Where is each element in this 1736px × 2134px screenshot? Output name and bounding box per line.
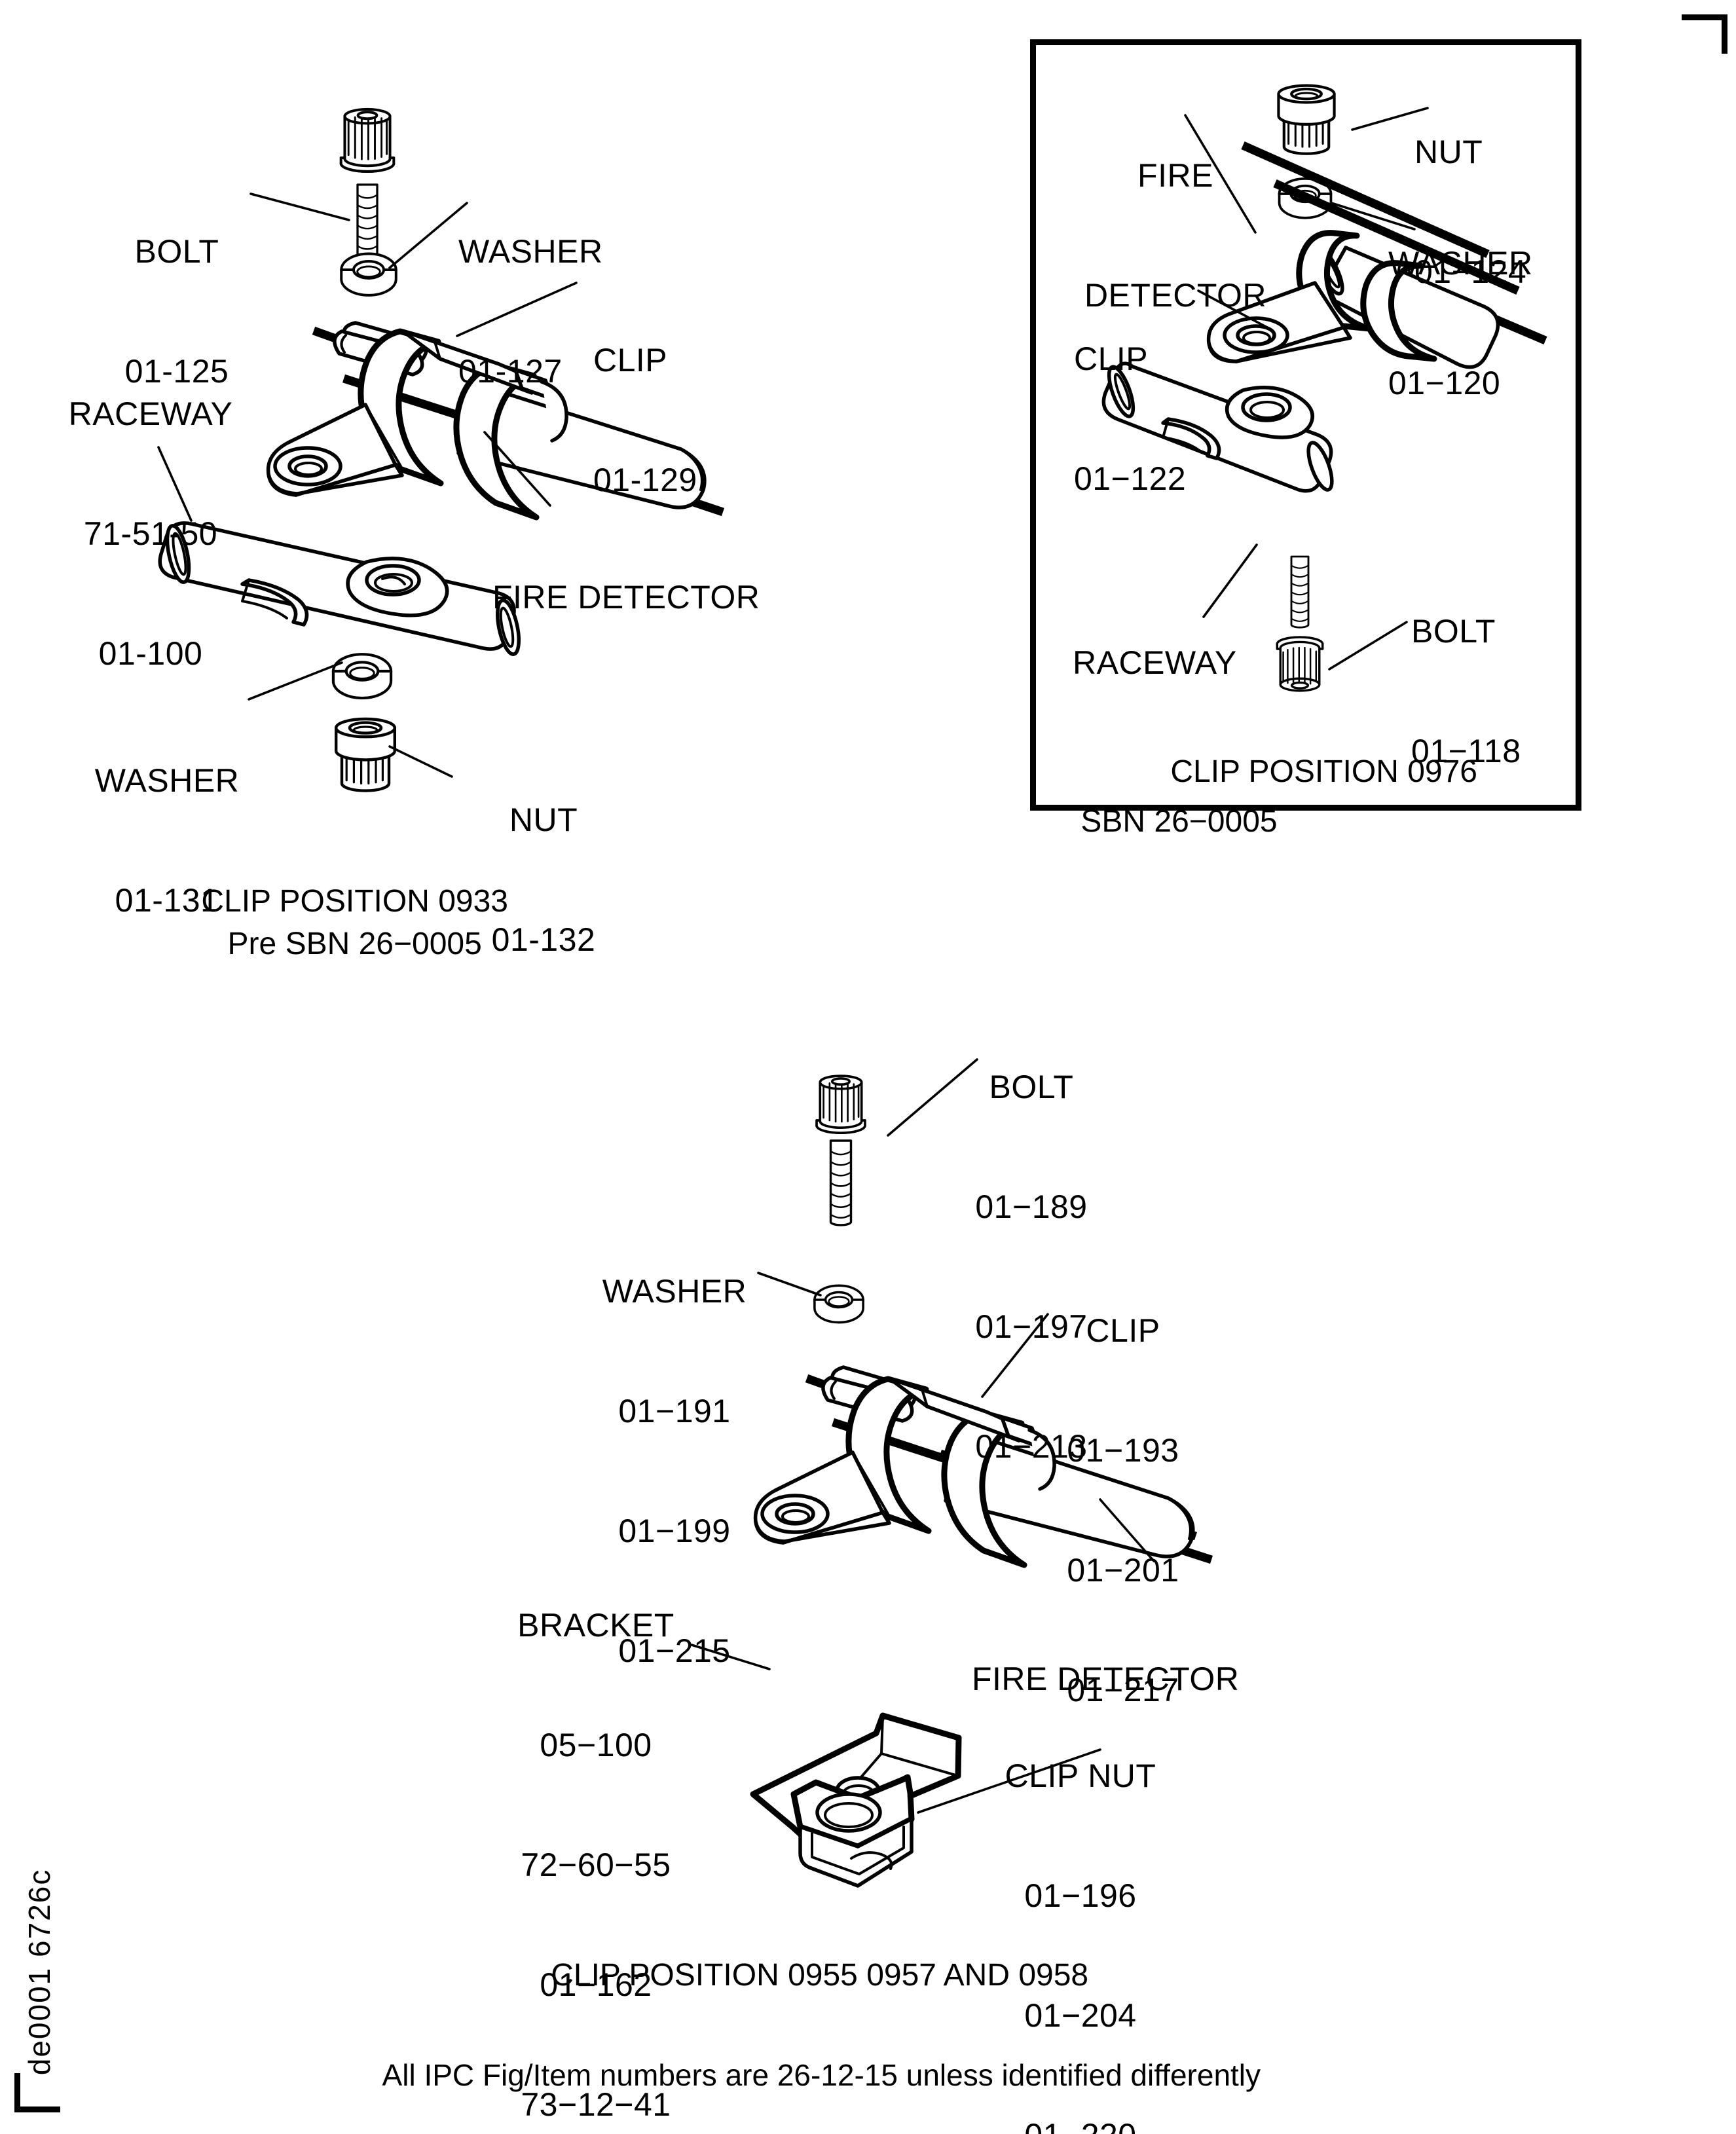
bracket-lower (750, 1712, 962, 1843)
label-washer-inset: WASHER 01−120 (1388, 245, 1533, 401)
label-clip-upper-left: CLIP 01-129 (593, 342, 697, 498)
caption-clip-position-0955-0957-0958: CLIP POSITION 0955 0957 AND 0958 (551, 1957, 1089, 1993)
label-raceway-upper-left: RACEWAY 71-51-50 01-100 (68, 396, 233, 672)
label-washer-upper-left: WASHER 01-127 (458, 233, 603, 390)
label-fire-detector-lower: FIRE DETECTOR (972, 1661, 1240, 1697)
caption-clip-position-0976: CLIP POSITION 0976 (1170, 754, 1477, 789)
registration-mark-bottom-left (14, 2073, 60, 2112)
label-fire-detector-inset: FIRE DETECTOR (1084, 157, 1267, 314)
caption-sbn-26-0005-inset: SBN 26−0005 (1080, 803, 1278, 839)
label-bolt-inset: BOLT 01−118 (1411, 613, 1521, 769)
registration-mark-top-right (1682, 14, 1727, 54)
label-bolt-lower: BOLT 01−189 01−197 01−213 (975, 1069, 1088, 1465)
label-clip-inset: CLIP 01−122 (1074, 340, 1187, 497)
label-bolt-upper-left: BOLT 01-125 (124, 233, 229, 390)
label-washer-lower: WASHER 01−191 01−199 01−215 (602, 1273, 747, 1669)
label-washer-bottom-upper-left: WASHER 01-131 (94, 762, 240, 919)
label-raceway-inset: RACEWAY (1073, 644, 1237, 681)
label-bracket-lower: BRACKET 05−100 72−60−55 01−162 73−12−41 … (517, 1607, 674, 2123)
label-nut-upper-left: NUT 01-132 (491, 801, 596, 958)
label-fire-detector-upper-left: FIRE DETECTOR (492, 579, 760, 616)
label-clip-lower: CLIP 01−193 01−201 01−217 (1067, 1312, 1179, 1708)
label-nut-inset: NUT 01−124 (1414, 134, 1527, 290)
footer-ipc-note: All IPC Fig/Item numbers are 26-12-15 un… (382, 2057, 1261, 2092)
caption-clip-position-0933: CLIP POSITION 0933 Pre SBN 26−0005 (201, 883, 508, 961)
inset-frame-clip-position-0976 (1030, 39, 1581, 811)
clip-nut-lower (790, 1774, 915, 1888)
label-clip-nut-lower: CLIP NUT 01−196 01−204 01−220 (1005, 1757, 1156, 2134)
